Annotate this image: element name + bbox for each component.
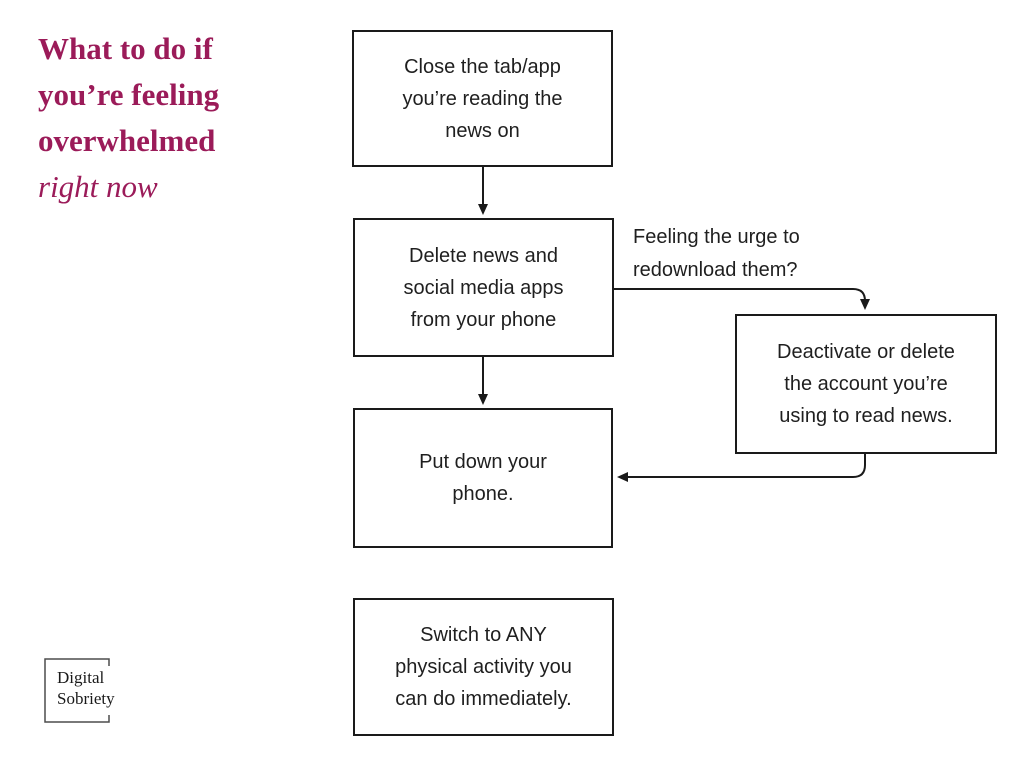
flow-box-close-tab: Close the tab/app you’re reading the new…	[352, 30, 613, 167]
flow-box-put-down-phone: Put down your phone.	[353, 408, 613, 548]
flow-box-delete-apps: Delete news and social media apps from y…	[353, 218, 614, 357]
page-title-text: What to do if you’re feeling overwhelmed	[38, 31, 220, 158]
logo-frame-icon	[44, 658, 110, 723]
flow-box-switch-activity: Switch to ANY physical activity you can …	[353, 598, 614, 736]
arrow-delete-to-deactivate	[614, 288, 870, 310]
flow-label-redownload-urge: Feeling the urge to redownload them?	[633, 226, 800, 281]
flow-box-deactivate-account: Deactivate or delete the account you’re …	[735, 314, 997, 454]
page-title: What to do if you’re feeling overwhelmed…	[38, 26, 268, 210]
logo-digital-sobriety: Digital Sobriety	[44, 658, 154, 723]
logo-text: Digital Sobriety	[57, 668, 115, 708]
page-title-emphasis: right now	[38, 169, 158, 204]
arrow-deactivate-to-putdown	[617, 454, 866, 482]
